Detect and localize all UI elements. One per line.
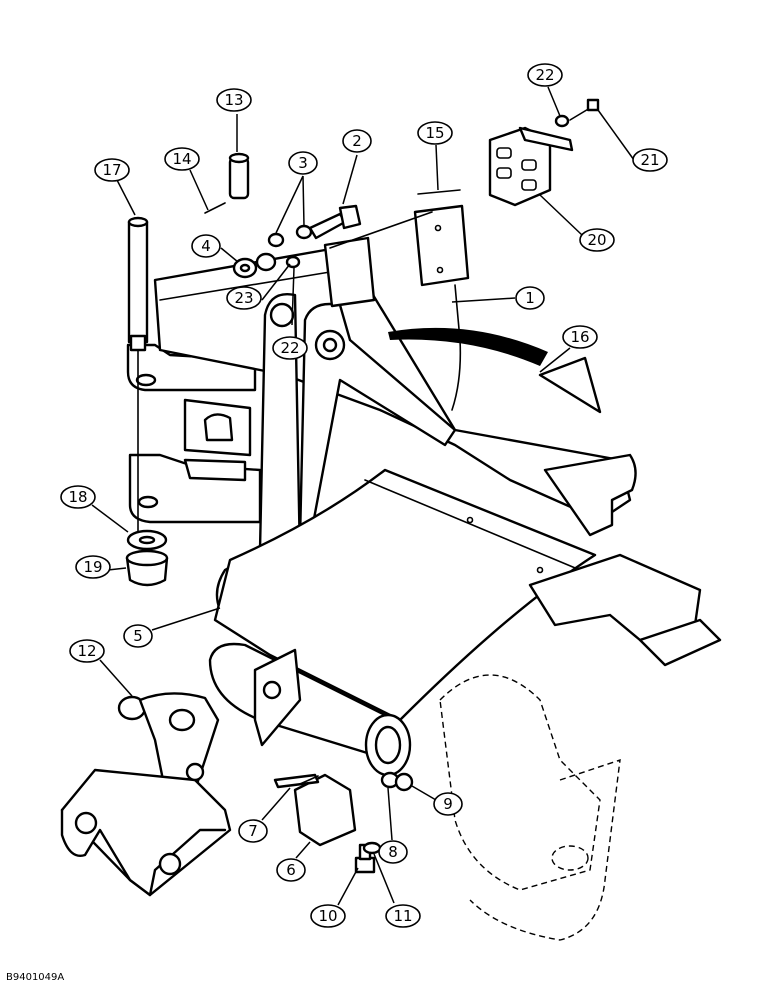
washers-3 [255, 224, 313, 272]
svg-text:5: 5 [133, 627, 143, 645]
bolt-21 [569, 98, 600, 121]
callout-23: 23 [226, 286, 262, 310]
svg-text:12: 12 [77, 642, 96, 660]
callout-4: 4 [191, 234, 221, 258]
shield-cover [213, 468, 722, 722]
spring-tube [208, 642, 412, 777]
callout-3: 3 [288, 151, 318, 175]
plate-15 [413, 189, 470, 287]
svg-text:2: 2 [352, 132, 362, 150]
svg-text:18: 18 [68, 488, 87, 506]
nut-22-top [554, 114, 570, 128]
svg-text:20: 20 [587, 231, 606, 249]
callout-17: 17 [94, 158, 130, 182]
nut-11 [362, 841, 382, 855]
callout-16: 16 [562, 325, 598, 349]
svg-text:9: 9 [443, 795, 453, 813]
callout-22-mid: 22 [272, 336, 308, 360]
nut-4 [232, 257, 258, 279]
line-1 [451, 284, 462, 411]
svg-text:21: 21 [640, 151, 659, 169]
callout-7: 7 [238, 819, 268, 843]
callout-9: 9 [433, 792, 463, 816]
valve-block-20 [488, 126, 574, 207]
clamp-6 [293, 773, 357, 847]
hitch-tab [323, 236, 376, 308]
callout-22-top: 22 [527, 63, 563, 87]
drawing-code: B9401049A [6, 972, 65, 983]
svg-text:7: 7 [248, 822, 258, 840]
leader-lines [91, 86, 635, 906]
svg-text:3: 3 [298, 154, 308, 172]
callout-5: 5 [123, 624, 153, 648]
callout-15: 15 [417, 121, 453, 145]
washer-18 [126, 529, 168, 551]
pin-13 [228, 152, 250, 200]
nut-19 [125, 549, 169, 587]
svg-text:1: 1 [525, 289, 535, 307]
callout-12: 12 [69, 639, 105, 663]
callout-2: 2 [342, 129, 372, 153]
svg-text:15: 15 [425, 124, 444, 142]
svg-text:14: 14 [172, 150, 191, 168]
bolt-2 [308, 204, 362, 240]
svg-text:4: 4 [201, 237, 211, 255]
callout-6: 6 [276, 858, 306, 882]
svg-text:16: 16 [570, 328, 589, 346]
svg-text:22: 22 [535, 66, 554, 84]
callout-21: 21 [632, 148, 668, 172]
callout-8: 8 [378, 840, 408, 864]
svg-text:6: 6 [286, 861, 296, 879]
arrow-16 [388, 327, 548, 366]
callout-19: 19 [75, 555, 111, 579]
svg-text:17: 17 [102, 161, 121, 179]
pin-17 [127, 216, 149, 536]
callout-13: 13 [216, 88, 252, 112]
callout-18: 18 [60, 485, 96, 509]
callout-1: 1 [515, 286, 545, 310]
decal-16 [538, 356, 602, 414]
bracket-12 [60, 692, 232, 897]
svg-text:23: 23 [234, 289, 253, 307]
svg-text:22: 22 [280, 339, 299, 357]
upper-mount-bracket [126, 343, 262, 524]
callout-14: 14 [164, 147, 200, 171]
callout-10: 10 [310, 904, 346, 928]
ghost-shank-outline [439, 674, 621, 941]
callout-20: 20 [579, 228, 615, 252]
cotter-14 [204, 202, 226, 214]
svg-text:19: 19 [83, 558, 102, 576]
svg-text:11: 11 [393, 907, 412, 925]
callout-11: 11 [385, 904, 421, 928]
svg-text:10: 10 [318, 907, 337, 925]
bolt-7 [273, 773, 320, 789]
svg-text:13: 13 [224, 91, 243, 109]
nut-9 [394, 772, 414, 792]
svg-text:8: 8 [388, 843, 398, 861]
